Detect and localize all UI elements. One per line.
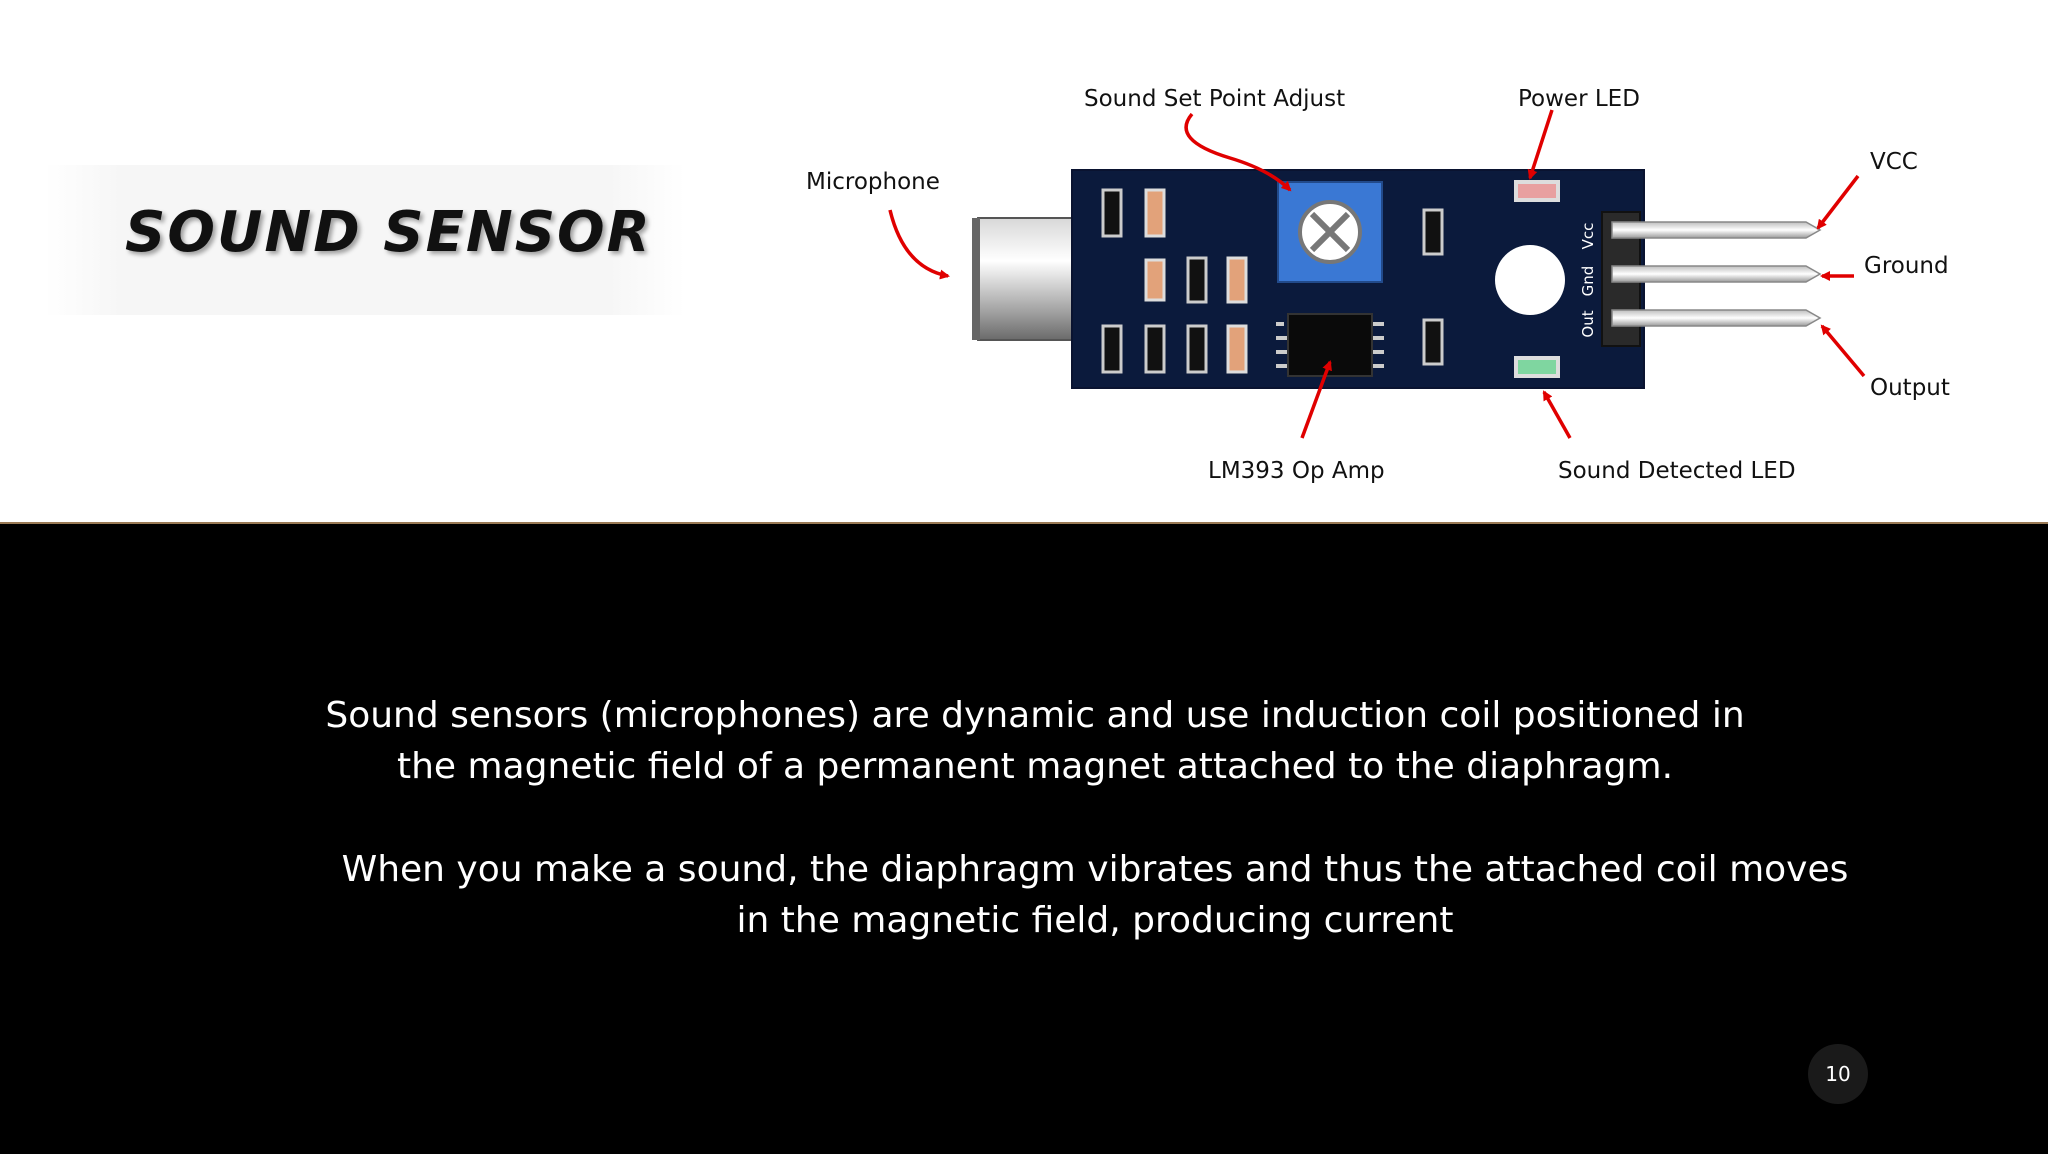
label-microphone: Microphone [806,169,940,195]
diagram-area: SOUND SENSOR [0,0,2048,522]
paragraph-sensor-description: Sound sensors (microphones) are dynamic … [325,695,1745,787]
page-number-badge: 10 [1808,1044,1868,1104]
title-box [45,165,685,315]
pin-label-gnd: Gnd [1579,266,1597,297]
potentiometer [1277,181,1383,283]
label-output: Output [1870,375,1950,401]
header-pins [1611,221,1822,327]
pin-label-vcc: Vcc [1579,223,1597,250]
label-lm393-op-amp: LM393 Op Amp [1208,458,1385,484]
pin-label-out: Out [1579,310,1597,337]
label-power-led: Power LED [1518,86,1640,112]
paragraph-diaphragm-explanation: When you make a sound, the diaphragm vib… [341,849,1849,941]
text-panel: Sound sensors (microphones) are dynamic … [0,522,2048,1154]
label-sound-detected-led: Sound Detected LED [1558,458,1796,484]
mounting-hole [1495,245,1565,315]
slide-title: SOUND SENSOR [125,200,652,265]
callout-arrows [888,109,1866,439]
sensor-board: Vcc Gnd Out [1071,169,1645,389]
power-led [1514,180,1560,202]
label-ground: Ground [1864,253,1949,279]
sound-detected-led [1514,356,1560,378]
label-sound-set-point-adjust: Sound Set Point Adjust [1084,86,1345,112]
label-vcc: VCC [1870,149,1918,175]
page-number: 10 [1825,1062,1851,1086]
sound-sensor-diagram: Vcc Gnd Out Microphone Sound Set Point A… [806,86,1950,484]
